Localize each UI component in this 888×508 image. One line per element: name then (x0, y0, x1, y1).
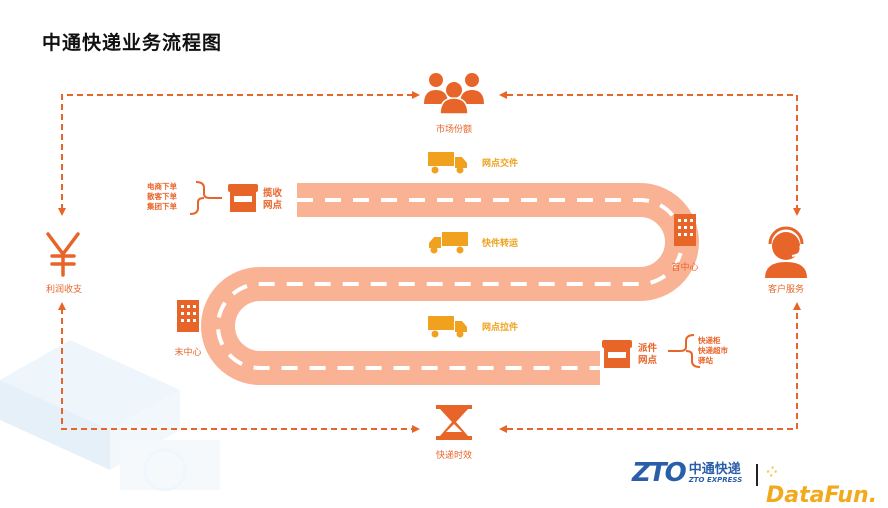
delivery-endpoints-bracket (668, 334, 701, 368)
zto-mark: ZTO (632, 458, 687, 488)
serpentine-road (201, 183, 699, 385)
market-share-label: 市场份额 (435, 125, 472, 135)
order-sources-list: 电商下单 散客下单 集团下单 (147, 182, 177, 212)
storefront-icon-pickup (228, 184, 258, 212)
delivery-time-label: 快递时效 (435, 451, 472, 461)
pickup-outlet-label: 揽收 网点 (263, 188, 283, 211)
delivery-endpoint-item: 驿站 (698, 356, 713, 365)
datafun-dots-icon: ⁘ (766, 465, 778, 481)
delivery-endpoint-item: 快递柜 (698, 336, 721, 345)
zto-chinese-name: 中通快递 (688, 461, 741, 477)
datafun-logo: ⁘DataFun. (766, 465, 878, 508)
truck-label-outlet-handover: 网点交件 (482, 159, 519, 169)
arrow-heads (58, 91, 801, 433)
people-group-icon (424, 73, 484, 115)
truck-label-outlet-pickup: 网点拉件 (482, 323, 519, 333)
truck-icon-3 (428, 316, 467, 338)
delivery-endpoints-list: 快递柜 快递超市 驿站 (698, 336, 728, 366)
profit-label: 利润收支 (45, 285, 82, 295)
order-source-item: 电商下单 (147, 182, 177, 191)
order-sources-bracket (189, 181, 222, 215)
first-center-label: 首中心 (671, 263, 699, 273)
logo-divider (756, 464, 758, 486)
customer-service-label: 客户服务 (767, 285, 804, 295)
building-icon-last-center (177, 300, 199, 332)
page-title: 中通快递业务流程图 (42, 32, 223, 54)
last-center-label: 末中心 (174, 348, 202, 358)
warehouse-illustration (0, 340, 220, 492)
order-source-item: 集团下单 (147, 202, 177, 211)
zto-english-name: ZTO EXPRESS (688, 475, 743, 484)
headset-agent-icon (765, 226, 807, 278)
truck-icon-2 (429, 232, 468, 254)
truck-label-transfer: 快件转运 (482, 239, 519, 249)
order-source-item: 散客下单 (147, 192, 177, 201)
delivery-endpoint-item: 快递超市 (698, 346, 728, 355)
yen-icon (46, 232, 80, 277)
building-icon-first-center (674, 214, 696, 246)
storefront-icon-dispatch (602, 340, 632, 368)
dispatch-outlet-label: 派件 网点 (638, 343, 658, 366)
hourglass-icon (436, 405, 472, 440)
feedback-loop-arrows (61, 94, 798, 430)
zto-logo: ZTO 中通快递 ZTO EXPRESS (632, 458, 742, 488)
truck-icon-1 (428, 152, 467, 174)
